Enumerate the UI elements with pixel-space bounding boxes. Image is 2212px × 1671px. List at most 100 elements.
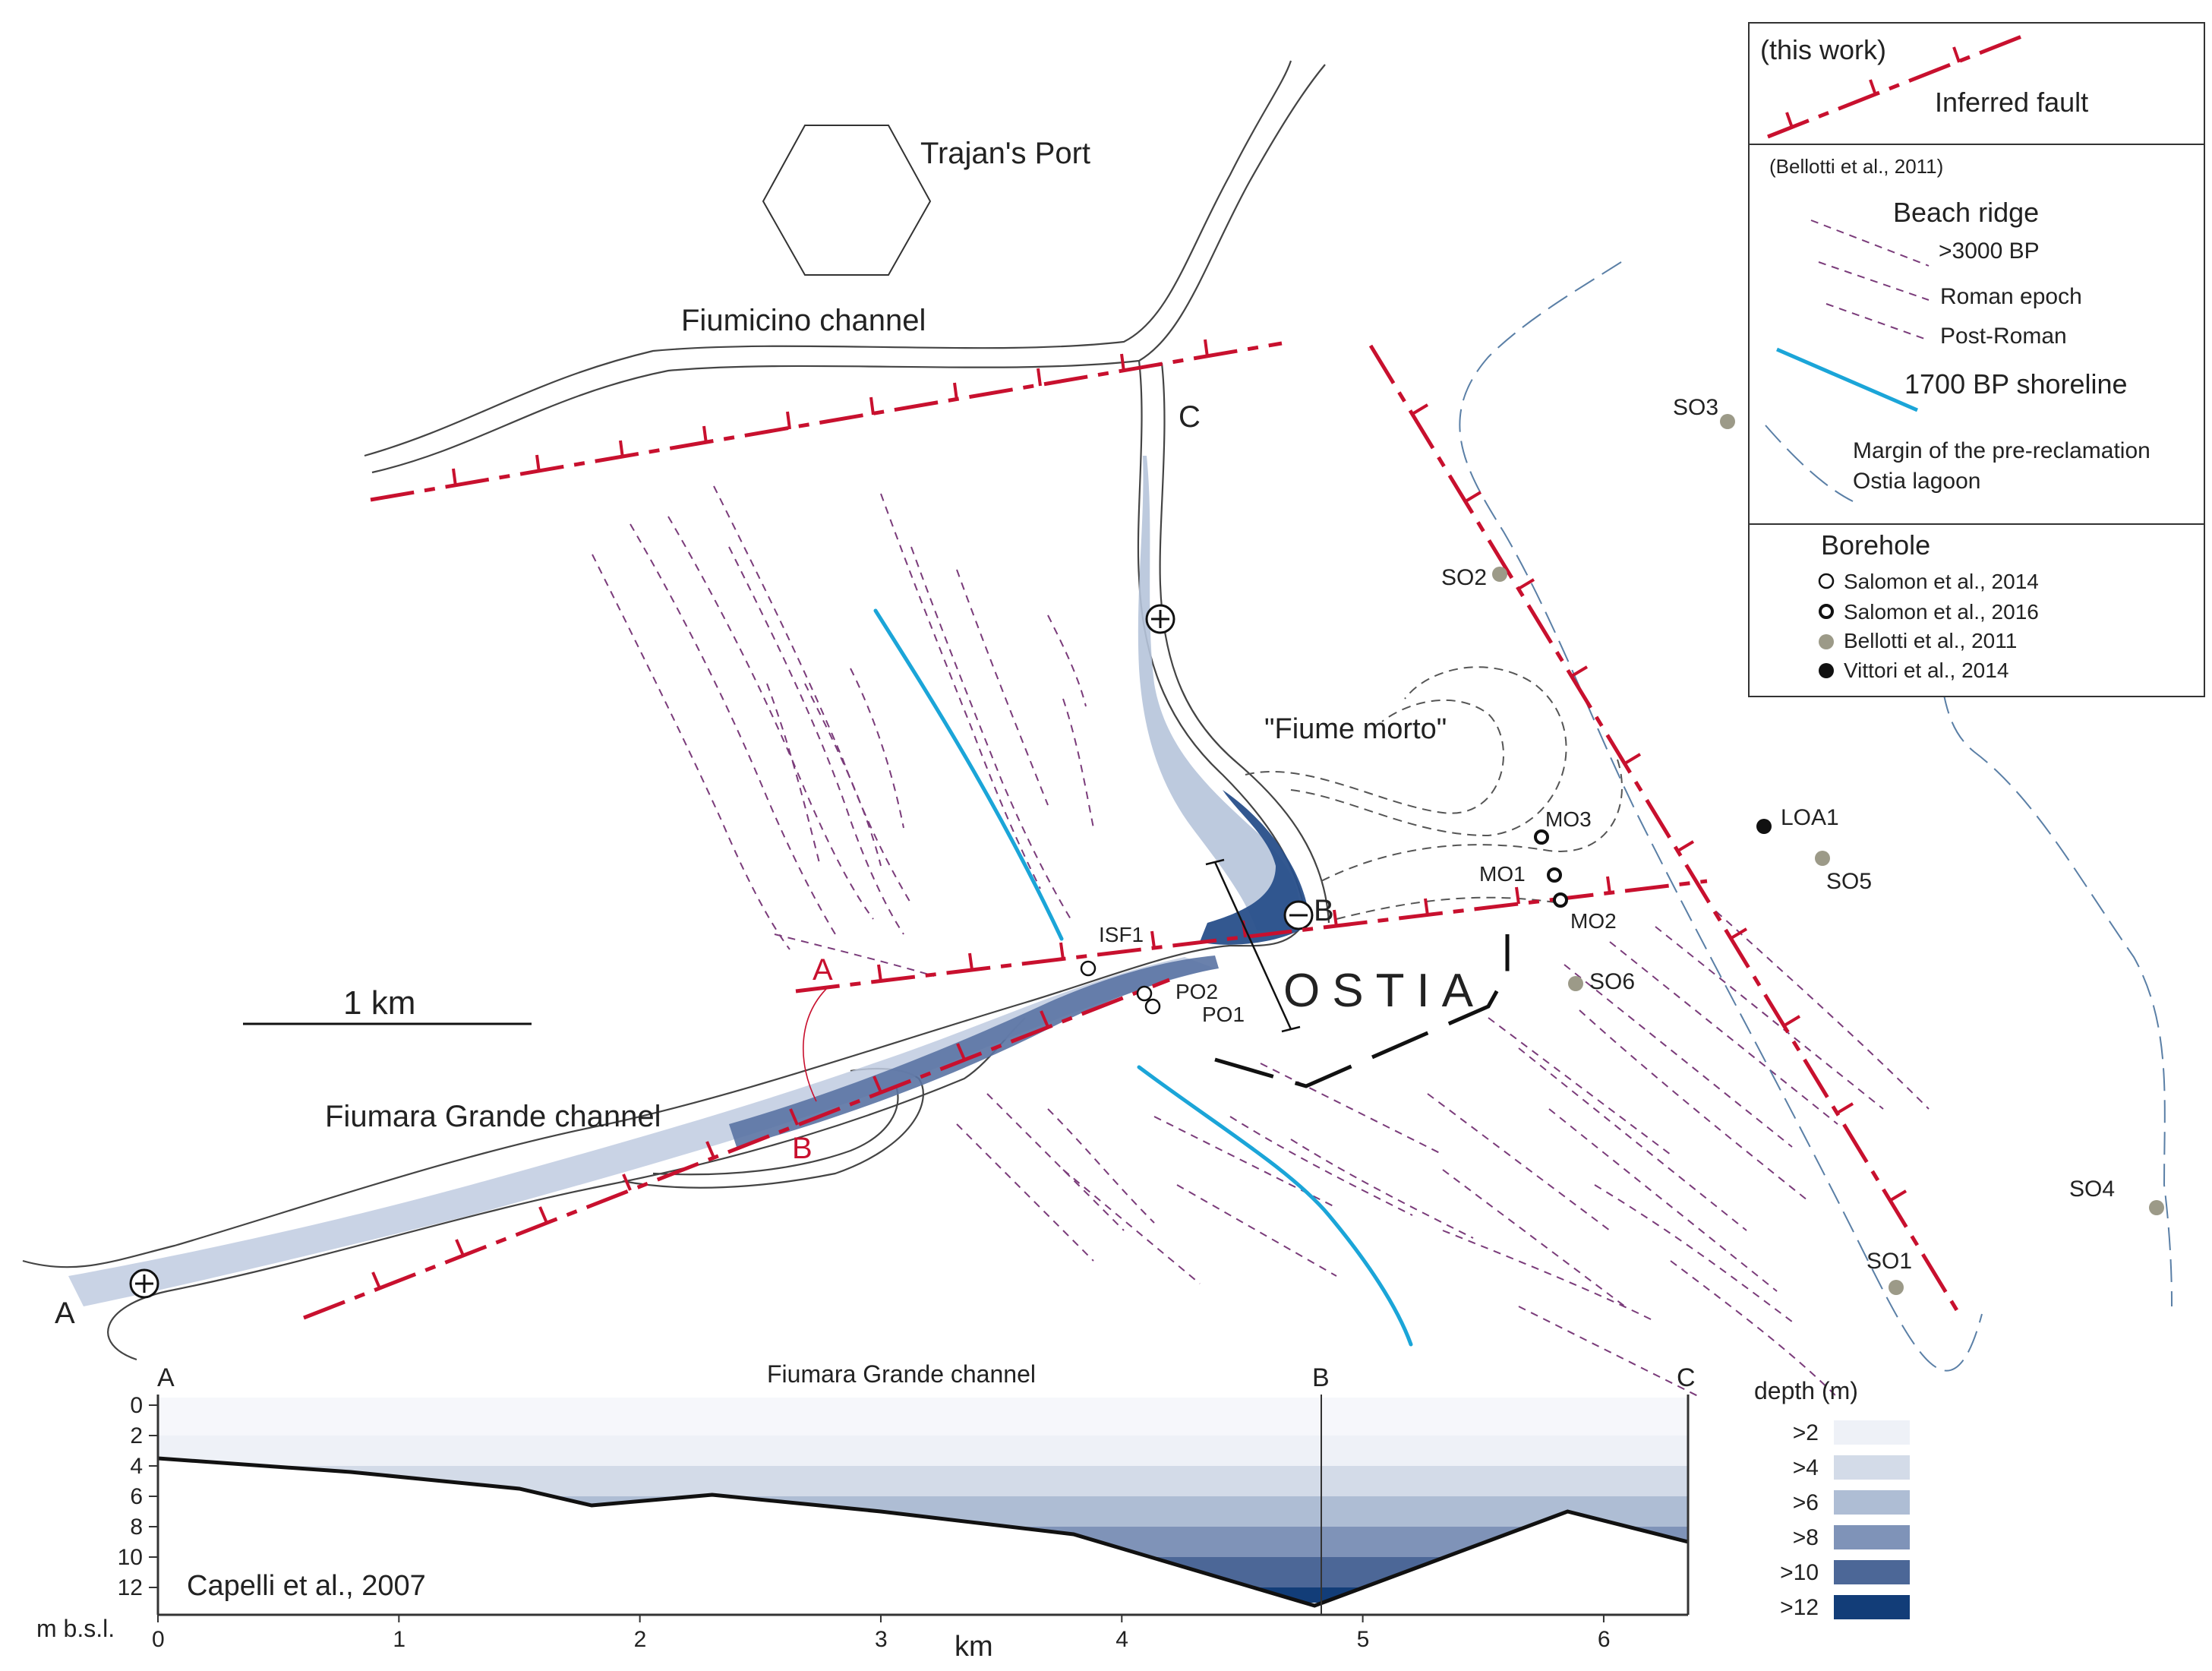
depth-swatch — [1834, 1595, 1910, 1619]
borehole-label: SO2 — [1441, 565, 1487, 590]
legend-lagoon-line — [1765, 425, 1854, 502]
trajans-port-hexagon — [762, 125, 932, 276]
plus-icon — [129, 1268, 159, 1299]
legend-bh-vittori-symbol — [1819, 663, 1834, 678]
borehole-mo2 — [1553, 892, 1568, 908]
profile-title: Fiumara Grande channel — [767, 1360, 1036, 1388]
legend-inferred-fault: Inferred fault — [1935, 87, 2088, 118]
legend-lagoon-2: Ostia lagoon — [1853, 469, 1980, 494]
legend-borehole-title: Borehole — [1821, 529, 1930, 561]
inferred-fault-east — [1368, 344, 1961, 1316]
y-tick-label: 6 — [130, 1484, 143, 1509]
legend-shoreline: 1700 BP shoreline — [1904, 368, 2128, 400]
borehole-isf1 — [1080, 960, 1097, 977]
depth-swatch — [1834, 1455, 1910, 1480]
section-line-b — [1205, 858, 1301, 1033]
legend-br-roman: Roman epoch — [1940, 284, 2082, 309]
legend-bh-salomon14-symbol — [1818, 573, 1835, 589]
borehole-label: SO6 — [1589, 969, 1635, 994]
fault-section-a-label: A — [813, 953, 833, 987]
legend-bh-salomon16-symbol — [1819, 604, 1834, 619]
borehole-po2 — [1136, 985, 1153, 1002]
borehole-label: SO4 — [2069, 1177, 2115, 1202]
borehole-label: PO2 — [1175, 980, 1218, 1003]
borehole-label: ISF1 — [1099, 923, 1144, 946]
ostia-label: OSTIA — [1283, 965, 1485, 1017]
plus-icon — [1145, 604, 1175, 634]
legend-bh-vittori: Vittori et al., 2014 — [1844, 659, 2008, 682]
y-tick-label: 12 — [118, 1575, 143, 1600]
borehole-loa1 — [1756, 819, 1772, 834]
ostia-boundary — [1214, 934, 1510, 1088]
legend-br-post: Post-Roman — [1940, 324, 2067, 349]
depth-swatch-label: >8 — [1793, 1525, 1819, 1550]
y-tick-label: 0 — [130, 1393, 143, 1418]
channel-fill-south-deep — [729, 956, 1219, 1147]
x-tick-label: 1 — [393, 1627, 405, 1652]
inferred-fault-north-ticks — [452, 339, 1209, 487]
fault-section-curve — [803, 987, 828, 1102]
fiumicino-label: Fiumicino channel — [681, 304, 926, 337]
legend-this-work: (this work) — [1760, 34, 1886, 65]
depth-swatch — [1834, 1490, 1910, 1515]
x-tick-label: 0 — [152, 1627, 165, 1652]
borehole-so5 — [1815, 851, 1830, 866]
fiumara-label: Fiumara Grande channel — [325, 1100, 661, 1133]
profile-band — [158, 1436, 1688, 1466]
profile-riverbed-line — [157, 1456, 1689, 1608]
borehole-label: PO1 — [1202, 1003, 1245, 1026]
x-tick-label: 6 — [1598, 1627, 1611, 1652]
borehole-label: SO5 — [1826, 869, 1872, 894]
fiume-morto-label: "Fiume morto" — [1264, 713, 1447, 745]
profile-ground-mask — [158, 1458, 1688, 1615]
x-tick-label: 4 — [1115, 1627, 1128, 1652]
inferred-fault-southwest-ticks — [371, 1010, 1049, 1289]
y-tick-label: 4 — [130, 1454, 143, 1479]
legend: (this work) Inferred fault (Bellotti et … — [1748, 22, 2205, 697]
legend-bh-salomon16: Salomon et al., 2016 — [1844, 600, 2039, 624]
borehole-mo3 — [1534, 829, 1549, 845]
inferred-fault-southwest — [303, 978, 1170, 1320]
depth-swatch — [1834, 1560, 1910, 1584]
point-b-label: B — [1314, 894, 1334, 927]
borehole-so1 — [1889, 1280, 1904, 1295]
profile-source: Capelli et al., 2007 — [187, 1570, 426, 1602]
borehole-so3 — [1720, 414, 1735, 429]
borehole-label: MO2 — [1570, 909, 1617, 933]
fault-section-b-label: B — [792, 1132, 813, 1165]
borehole-so2 — [1492, 567, 1507, 582]
point-a-label: A — [55, 1297, 75, 1330]
legend-bh-salomon14: Salomon et al., 2014 — [1844, 570, 2039, 593]
profile-section-c: C — [1677, 1363, 1696, 1392]
legend-lagoon-1: Margin of the pre-reclamation — [1853, 438, 2150, 463]
inferred-fault-north — [370, 341, 1283, 502]
depth-swatch-label: >12 — [1780, 1595, 1819, 1620]
borehole-po1 — [1144, 998, 1161, 1015]
y-tick-label: 8 — [130, 1515, 143, 1540]
borehole-label: SO1 — [1866, 1249, 1912, 1274]
x-tick-label: 3 — [875, 1627, 888, 1652]
depth-legend-title: depth (m) — [1754, 1377, 1858, 1404]
point-c-label: C — [1179, 400, 1201, 434]
profile-section-a: A — [157, 1363, 175, 1392]
legend-br-post-line — [1825, 303, 1930, 341]
profile-section-b: B — [1312, 1363, 1330, 1392]
legend-fault-symbol — [1767, 32, 2028, 139]
legend-br-roman-line — [1818, 261, 1930, 301]
legend-bellotti-ref: (Bellotti et al., 2011) — [1769, 155, 1943, 178]
borehole-label: MO1 — [1479, 862, 1526, 886]
trajans-port-label: Trajan's Port — [920, 137, 1090, 170]
depth-swatch-label: >10 — [1780, 1560, 1819, 1585]
borehole-mo1 — [1547, 867, 1562, 883]
depth-swatch-label: >4 — [1793, 1455, 1819, 1480]
profile-x-unit: km — [955, 1631, 993, 1663]
x-tick-label: 2 — [634, 1627, 647, 1652]
channel-fill-south — [68, 957, 1215, 1306]
borehole-label: LOA1 — [1781, 805, 1839, 830]
depth-swatch-label: >2 — [1793, 1420, 1819, 1445]
shoreline-1700bp — [873, 608, 1413, 1347]
